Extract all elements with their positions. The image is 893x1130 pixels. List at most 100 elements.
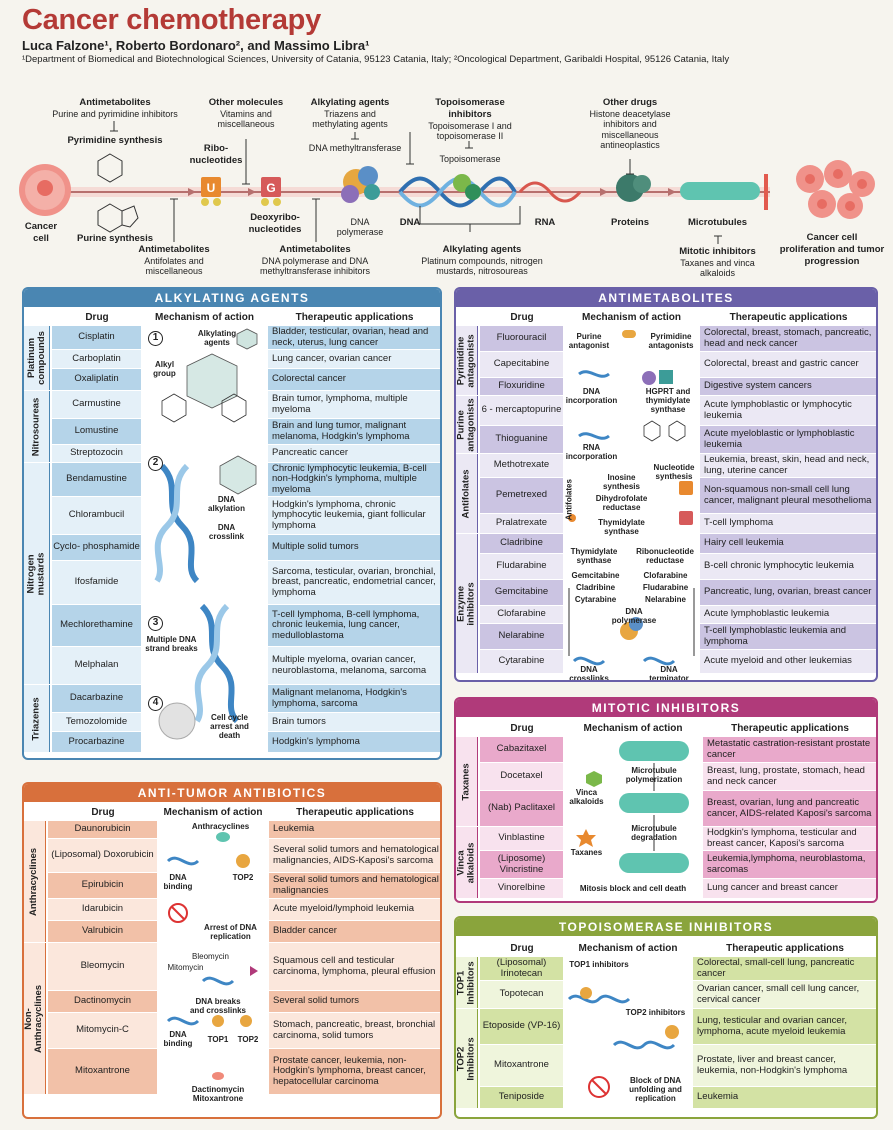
- application-cell: Several solid tumors and hematological m…: [269, 873, 440, 898]
- page-title: Cancer chemotherapy: [22, 4, 321, 36]
- drug-cell: Oxaliplatin: [52, 369, 141, 390]
- top-col-applications: Therapeutic applications: [726, 943, 844, 954]
- dna-incorporation-text: DNA incorporation: [565, 387, 618, 405]
- top1-inhibitors-text: TOP1 inhibitors: [569, 960, 629, 969]
- application-cell: Non-squamous non-small cell lung cancer,…: [700, 478, 876, 513]
- table-row: (Nab) Paclitaxel Breast, ovarian, lung an…: [456, 791, 876, 827]
- dhfr-text: Dihydrofolate reductase: [595, 494, 648, 512]
- ts2-text: Thymidylate synthase: [570, 547, 618, 565]
- group-label: Anthracyclines: [24, 821, 46, 942]
- top2-text: TOP2: [232, 873, 254, 882]
- anti-col-applications: Therapeutic applications: [729, 312, 848, 323]
- gem-text: Gemcitabine: [571, 571, 620, 580]
- antimetabolites-mechanism-graphic: [568, 330, 695, 666]
- application-cell: Brain tumors: [268, 713, 440, 731]
- group-label: Purine antagonists: [456, 396, 478, 453]
- step-2-badge: 2: [148, 456, 163, 471]
- group-label-text: Nitrogen mustards: [25, 552, 47, 595]
- alkylating-agents-text: Alkylating agents: [197, 329, 237, 347]
- strand-breaks-text: Multiple DNA strand breaks: [145, 635, 198, 653]
- drug-cell: Mitoxantrone: [48, 1049, 157, 1094]
- application-cell: Hodgkin's lymphoma: [268, 732, 440, 752]
- pathway-graphic: U G: [19, 121, 875, 244]
- alkylating-mechanism: 1 2 3 4 Alkylating agents Alkyl group DN…: [142, 326, 267, 758]
- application-cell: Sarcoma, testicular, ovarian, bronchial,…: [268, 561, 440, 604]
- group-label-text: Non-Anthracyclines: [23, 984, 45, 1053]
- hgprt-text: HGPRT and thymidylate synthase: [645, 387, 691, 414]
- application-cell: Brain tumor, lymphoma, multiple myeloma: [268, 391, 440, 418]
- cla-text: Cladribine: [575, 583, 616, 592]
- application-cell: T-cell lymphoma: [700, 514, 876, 533]
- application-cell: Hodgkin's lymphoma, chronic lymphocytic …: [268, 497, 440, 534]
- application-cell: Leukemia, breast, skin, head and neck, l…: [700, 454, 876, 477]
- dna-polymerase-text: DNA polymerase: [611, 607, 657, 625]
- header: Cancer chemotherapy Luca Falzone¹, Rober…: [22, 4, 882, 65]
- application-cell: Leukemia: [693, 1087, 876, 1108]
- drug-cell: Idarubicin: [48, 899, 157, 920]
- topo-mechanism-graphic: [567, 987, 679, 1098]
- application-cell: Colorectal, breast and gastric cancer: [700, 352, 876, 377]
- group-label-text: TOP1 Inhibitors: [455, 960, 477, 1005]
- dna-crosslink-text: DNA crosslink: [208, 523, 245, 541]
- application-cell: Colorectal, breast, stomach, pancreatic,…: [700, 326, 876, 351]
- group-label: Enzyme inhibitors: [456, 534, 478, 673]
- table-row: Procarbazine Hodgkin's lymphoma: [24, 732, 440, 753]
- drug-cell: (Liposomal) Doxorubicin: [48, 839, 157, 872]
- alkylating-agents-panel: ALKYLATING AGENTS Drug Mechanism of acti…: [22, 287, 442, 760]
- step-3-badge: 3: [148, 616, 163, 631]
- drug-cell: Procarbazine: [52, 732, 141, 752]
- drug-cell: Mechlorethamine: [52, 605, 141, 646]
- anti-col-drug: Drug: [510, 312, 534, 323]
- drug-cell: (Liposomal) Irinotecan: [480, 957, 563, 980]
- drug-cell: Lomustine: [52, 419, 141, 444]
- drug-cell: Cladribine: [480, 534, 563, 553]
- application-cell: Breast, ovarian, lung and pancreatic can…: [703, 791, 876, 826]
- application-cell: Stomach, pancreatic, breast, bronchial c…: [269, 1013, 440, 1048]
- application-cell: T-cell lymphoblastic leukemia and lympho…: [700, 624, 876, 649]
- drug-cell: (Nab) Paclitaxel: [480, 791, 563, 826]
- drug-cell: Etoposide (VP-16): [480, 1009, 563, 1044]
- drug-cell: Bleomycin: [48, 943, 157, 990]
- step-1-badge: 1: [148, 331, 163, 346]
- group-label: Non-Anthracyclines: [24, 943, 46, 1094]
- group-label: Pyrimidine antagonists: [456, 326, 478, 395]
- application-cell: Breast, lung, prostate, stomach, head an…: [703, 763, 876, 790]
- application-cell: Ovarian cancer, small cell lung cancer, …: [693, 981, 876, 1008]
- drug-cell: Streptozocin: [52, 445, 141, 462]
- mitotic-inhibitors-panel: MITOTIC INHIBITORS Drug Mechanism of act…: [454, 697, 878, 903]
- drug-cell: Cisplatin: [52, 326, 141, 349]
- topoisomerase-inhibitors-panel: TOPOISOMERASE INHIBITORS Drug Mechanism …: [454, 916, 878, 1119]
- drug-cell: Ifosfamide: [52, 561, 141, 604]
- group-label-text: Purine antagonists: [455, 397, 477, 452]
- drug-cell: Vinorelbine: [480, 879, 563, 898]
- drug-cell: Chlorambucil: [52, 497, 141, 534]
- application-cell: Metastatic castration-resistant prostate…: [703, 737, 876, 762]
- mitomycin-text: Mitomycin: [167, 963, 204, 972]
- drug-cell: Melphalan: [52, 647, 141, 684]
- pyrimidine-antagonists-text: Pyrimidine antagonists: [648, 332, 694, 350]
- application-cell: Pancreatic, lung, ovarian, breast cancer: [700, 580, 876, 605]
- mitotic-mechanism: Microtubule polymerization Vinca alkaloi…: [564, 737, 702, 901]
- antitumor-mechanism-graphic: [166, 832, 258, 1080]
- top-col-mechanism: Mechanism of action: [578, 943, 678, 954]
- application-cell: Colorectal, small-cell lung, pancreatic …: [693, 957, 876, 980]
- step-4-badge: 4: [148, 696, 163, 711]
- alkylating-title: ALKYLATING AGENTS: [24, 289, 440, 307]
- application-cell: Malignant melanoma, Hodgkin's lymphoma, …: [268, 685, 440, 712]
- dna-terminator-text: DNA terminator: [649, 665, 689, 682]
- drug-cell: Mitomycin-C: [48, 1013, 157, 1048]
- cyt-text: Cytarabine: [574, 595, 617, 604]
